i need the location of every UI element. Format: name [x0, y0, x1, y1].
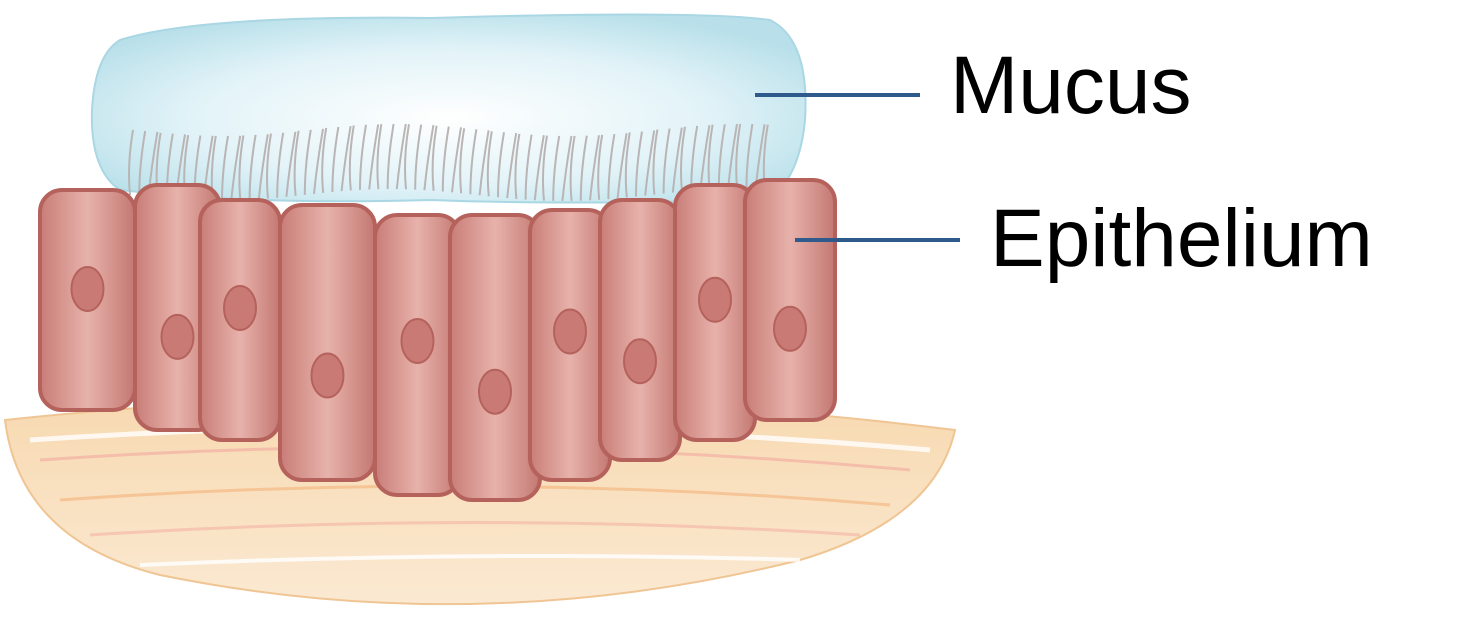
nucleus — [554, 310, 586, 354]
nucleus — [699, 278, 731, 322]
epithelial-cell — [450, 215, 540, 500]
epithelial-cell — [600, 200, 680, 460]
epithelial-cell — [200, 200, 280, 440]
nucleus — [72, 267, 104, 311]
nucleus — [479, 370, 511, 414]
epithelial-cell — [280, 205, 375, 480]
mucus-label: Mucus — [950, 45, 1192, 127]
nucleus — [162, 315, 194, 359]
epithelial-cell — [375, 215, 460, 495]
nucleus — [774, 307, 806, 351]
nucleus — [312, 354, 344, 398]
nucleus — [224, 286, 256, 330]
epithelium-label: Epithelium — [990, 198, 1373, 280]
nucleus — [624, 339, 656, 383]
epithelial-cell — [745, 180, 835, 420]
nucleus — [402, 319, 434, 363]
epithelial-cell — [40, 190, 135, 410]
mucus-layer — [92, 14, 806, 202]
